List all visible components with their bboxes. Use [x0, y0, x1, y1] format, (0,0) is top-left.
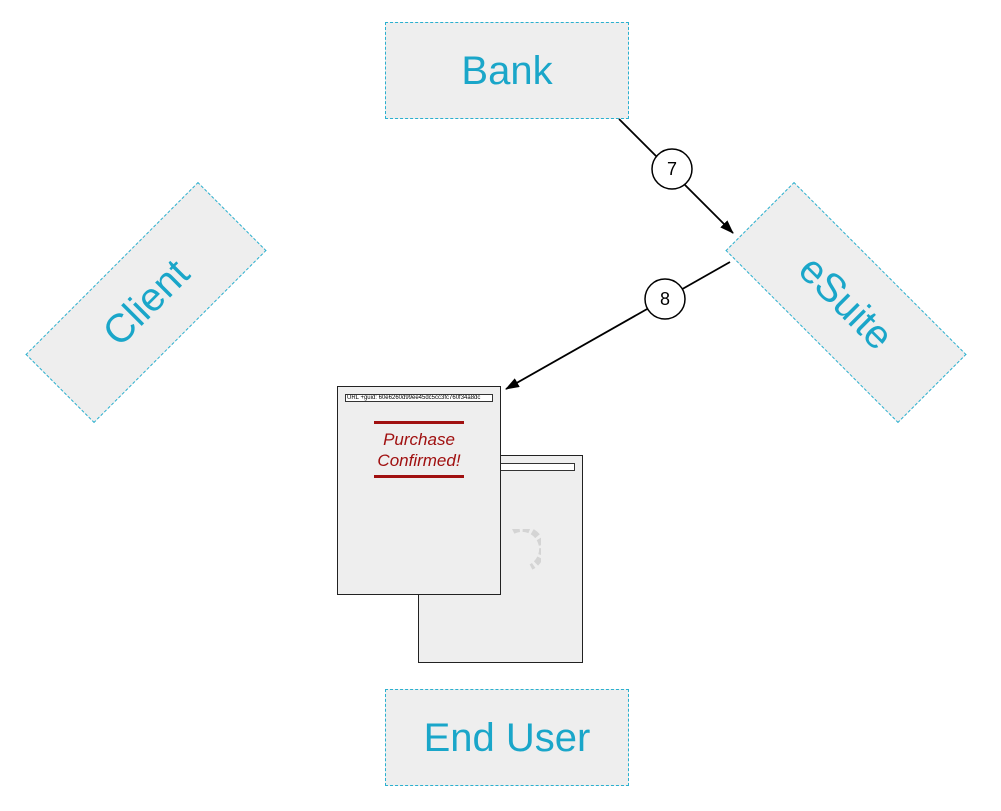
end-user-label: End User — [423, 715, 591, 760]
purchase-confirmed-message: Purchase Confirmed! — [348, 429, 490, 471]
url-text: URL +guid: 60e6260d99ee45dc5cc3fc760f34a… — [347, 395, 481, 401]
message-line-1: Purchase — [383, 430, 455, 449]
bank-label: Bank — [461, 48, 553, 93]
message-line-2: Confirmed! — [377, 451, 461, 470]
browser-page-confirmed: URL +guid: 60e6260d99ee45dc5cc3fc760f34a… — [337, 386, 501, 595]
confirm-top-rule — [374, 421, 464, 424]
url-bar: URL +guid: 60e6260d99ee45dc5cc3fc760f34a… — [345, 394, 493, 402]
step-7-number: 7 — [667, 159, 677, 179]
step-8-arrow — [505, 261, 731, 390]
step-8-badge: 8 — [644, 278, 686, 320]
step-8-number: 8 — [660, 289, 670, 309]
end-user-node: End User — [385, 689, 629, 786]
step-7-badge: 7 — [651, 148, 693, 190]
bank-node: Bank — [385, 22, 629, 119]
confirm-bottom-rule — [374, 475, 464, 478]
loading-spinner-icon — [512, 529, 541, 570]
